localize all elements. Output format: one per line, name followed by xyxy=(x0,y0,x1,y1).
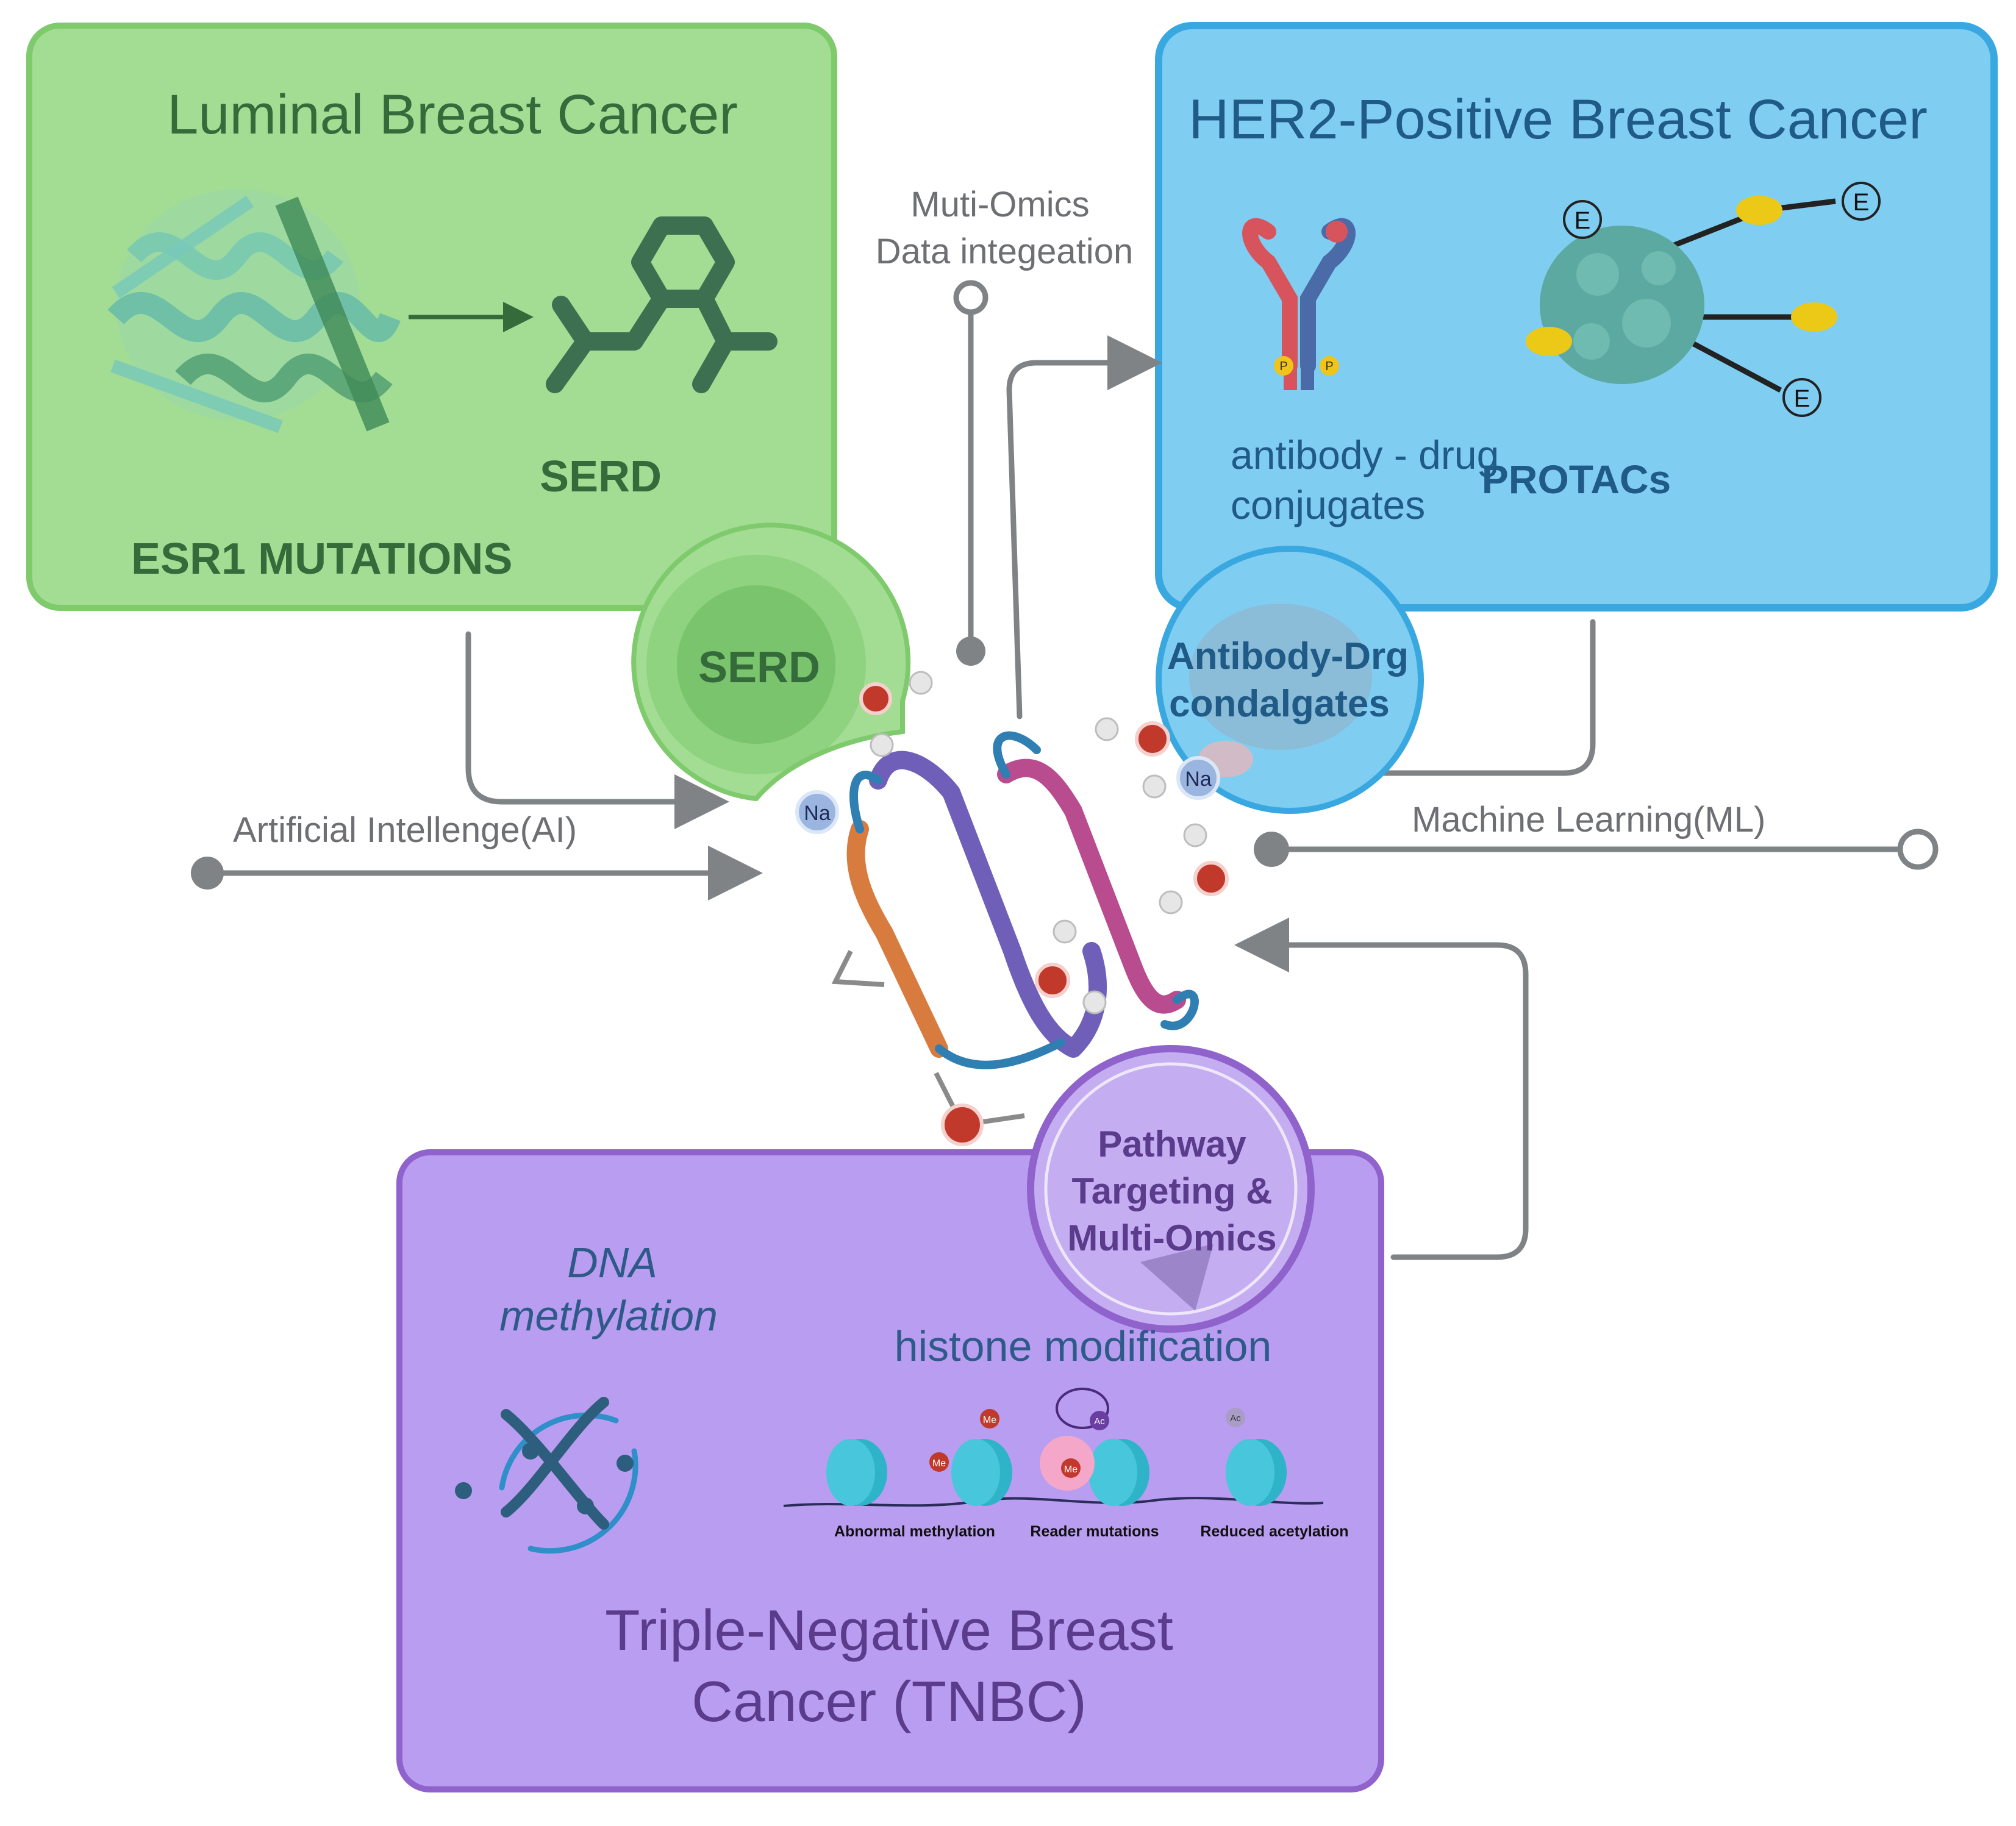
phospho-label: P xyxy=(1279,360,1287,373)
ai-start-dot xyxy=(191,857,224,890)
esr1-mutations-label: ESR1 MUTATIONS xyxy=(131,535,513,583)
water-molecule xyxy=(1095,717,1170,799)
adc-badge-line2: condalgates xyxy=(1169,683,1390,725)
histone-modification-title: histone modification xyxy=(894,1322,1272,1370)
ml-label: Machine Learning(ML) xyxy=(1412,800,1766,840)
histone-label-reduced-acetylation: Reduced acetylation xyxy=(1200,1523,1348,1540)
e3-label: E xyxy=(1794,385,1810,412)
ml-start-dot xyxy=(1254,832,1289,867)
histone-diagram: Me Me Me Ac Ac Abnormal methylation Read… xyxy=(783,1388,1349,1540)
water-mark xyxy=(831,950,885,987)
svg-text:Ac: Ac xyxy=(1230,1413,1241,1424)
her2-return-line xyxy=(1281,619,1596,776)
ml-end-dot xyxy=(1897,829,1939,870)
adc-label-line1: antibody - drug xyxy=(1231,432,1499,477)
water-molecule xyxy=(934,1072,1025,1146)
water-molecule xyxy=(859,671,933,757)
nucleosome xyxy=(1088,1439,1149,1506)
pathway-badge-line1: Pathway xyxy=(1098,1124,1246,1164)
nucleosome xyxy=(1226,1439,1287,1506)
svg-text:Me: Me xyxy=(1064,1464,1078,1475)
acetyl-mark: Ac xyxy=(1090,1411,1109,1430)
water-molecule xyxy=(1035,919,1107,1015)
adc-badge-line1: Antibody-Drg xyxy=(1167,635,1409,677)
multiomics-label-line1: Muti-Omics xyxy=(910,185,1090,224)
nucleosome xyxy=(951,1439,1012,1506)
tnbc-title-line1: Triple-Negative Breast xyxy=(605,1598,1173,1662)
phospho-label: P xyxy=(1325,360,1333,373)
serd-badge xyxy=(631,522,911,802)
tnbc-title-line2: Cancer (TNBC) xyxy=(692,1669,1087,1733)
sodium-label: Na xyxy=(1185,768,1212,791)
tnbc-arrow xyxy=(1234,918,1529,1260)
nucleosome xyxy=(826,1439,887,1506)
protacs-label: PROTACs xyxy=(1481,457,1671,502)
methyl-mark: Me xyxy=(1061,1458,1081,1478)
connectors xyxy=(204,296,1921,1260)
methyl-mark: Me xyxy=(929,1452,949,1472)
er-protein-icon xyxy=(107,189,401,433)
multiomics-end-dot xyxy=(953,280,988,315)
e3-label: E xyxy=(1575,207,1591,234)
water-molecule xyxy=(1159,823,1229,915)
e3-label: E xyxy=(1853,189,1870,216)
sodium-ion: Na xyxy=(795,790,839,834)
dna-icon xyxy=(455,1397,638,1554)
serd-badge-label: SERD xyxy=(698,643,821,692)
multiomics-start-dot xyxy=(956,637,985,666)
pathway-badge-line3: Multi-Omics xyxy=(1067,1218,1277,1258)
acetyl-mark: Ac xyxy=(1226,1408,1245,1427)
protac-icon: E E E xyxy=(1526,182,1881,417)
methyl-mark: Me xyxy=(980,1409,999,1428)
svg-text:Me: Me xyxy=(932,1458,946,1469)
svg-text:Ac: Ac xyxy=(1094,1416,1105,1427)
luminal-title: Luminal Breast Cancer xyxy=(167,84,738,146)
her2-title: HER2-Positive Breast Cancer xyxy=(1189,88,1928,151)
luminal-arrow xyxy=(465,631,729,829)
luminal-drug-label: SERD xyxy=(539,452,662,501)
pathway-badge xyxy=(1027,1045,1315,1333)
sodium-ion: Na xyxy=(1176,756,1220,800)
sodium-label: Na xyxy=(804,802,831,825)
ai-label: Artificial Intellenge(AI) xyxy=(233,810,577,850)
dna-methylation-line1: DNA xyxy=(567,1239,657,1286)
serd-molecule-icon xyxy=(546,216,777,393)
multiomics-label-line2: Data integeation xyxy=(875,232,1134,271)
svg-text:Me: Me xyxy=(983,1415,996,1425)
her2-arrow xyxy=(1006,335,1162,719)
conversion-arrow xyxy=(409,302,534,332)
antibody-icon: P P xyxy=(1242,218,1356,390)
histone-label-abnormal-methylation: Abnormal methylation xyxy=(834,1523,995,1540)
adc-label-line2: conjugates xyxy=(1231,482,1426,527)
dna-methylation-line2: methylation xyxy=(499,1292,718,1339)
pathway-badge-line2: Targeting & xyxy=(1071,1171,1273,1211)
adc-badge xyxy=(1156,546,1424,814)
histone-label-reader-mutations: Reader mutations xyxy=(1030,1523,1159,1540)
